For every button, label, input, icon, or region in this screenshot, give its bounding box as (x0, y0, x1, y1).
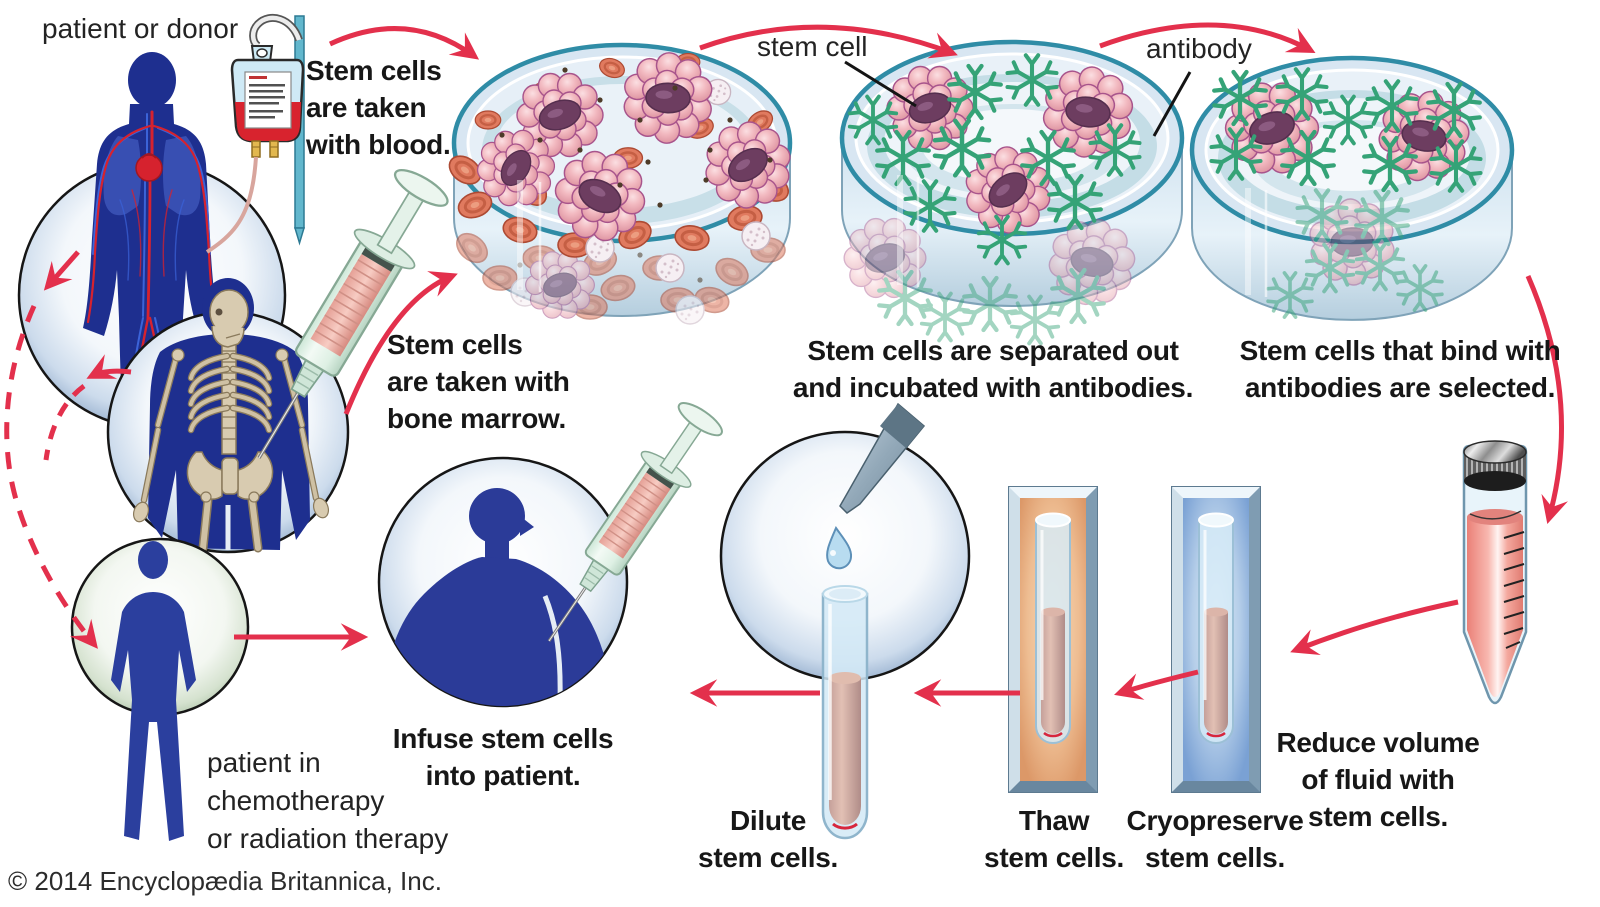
stem-cell-label: stem cell (757, 31, 868, 62)
caption-line: chemotherapy (207, 785, 385, 816)
caption-thaw: Thaw stem cells. (984, 802, 1124, 876)
caption-line: stem cells. (1308, 801, 1448, 832)
bag-label (244, 71, 292, 129)
caption-line: or radiation therapy (207, 823, 449, 854)
blood-bag-group (205, 13, 306, 254)
blood-tube (205, 156, 258, 254)
tube-fluid (1467, 517, 1523, 697)
thaw-container (1008, 486, 1098, 793)
tube-graduations (1503, 531, 1525, 649)
arrow-tube-to-cryo (1290, 599, 1459, 655)
caption-line: stem cells. (1145, 842, 1285, 873)
caption-line: Stem cells that bind with (1239, 335, 1561, 366)
dilute-group (719, 402, 971, 840)
caption-line: of fluid with (1301, 764, 1455, 795)
caption-line: Reduce volume (1276, 727, 1480, 758)
caption-line: Infuse stem cells (392, 723, 614, 754)
infuse-group (377, 393, 732, 708)
caption-marrow: Stem cells are taken with bone marrow. (387, 326, 570, 437)
arrow-marrow-to-dish1 (343, 271, 458, 415)
arrow-dashed-return (43, 383, 86, 461)
arrow-dish2-to-dish3 (1099, 22, 1316, 53)
centrifuge-tube (1462, 440, 1528, 705)
stem-cell-pointer-line (844, 60, 917, 108)
heart-icon (135, 154, 163, 182)
chemo-patient-label: patient in chemotherapy or radiation the… (207, 744, 448, 858)
arrow-cryo-to-thaw (1114, 669, 1199, 700)
caption-reduce: Reduce volume of fluid with stem cells. (1276, 724, 1479, 835)
flow-arrows (4, 22, 1568, 707)
infuse-silhouette (382, 488, 613, 706)
caption-dilute: Dilute stem cells. (698, 802, 838, 876)
caption-line: stem cells. (698, 842, 838, 873)
skeleton-figure (106, 278, 350, 554)
petri-dish-selected (1189, 55, 1515, 321)
chemo-silhouette (111, 541, 196, 841)
chemo-patient-figure (70, 537, 250, 841)
label-pointers (844, 60, 1192, 137)
antibody-pointer-line (1152, 71, 1192, 137)
caption-cryopreserve: Cryopreserve stem cells. (1127, 802, 1304, 876)
caption-line: are taken (306, 92, 427, 123)
bag-ports (251, 140, 279, 158)
cryopreserve-container (1171, 486, 1261, 793)
caption-line: Dilute (730, 805, 806, 836)
arrow-dashed-donor-to-chemo (4, 304, 98, 649)
caption-line: stem cells. (984, 842, 1124, 873)
patient-or-donor-label: patient or donor (42, 13, 239, 44)
caption-blood: Stem cells are taken with blood. (306, 52, 451, 163)
caption-line: Cryopreserve (1126, 805, 1304, 836)
arrow-donor-out (43, 250, 80, 291)
caption-line: into patient. (425, 760, 581, 791)
cryo-test-tube (1198, 512, 1234, 744)
caption-line: antibodies are selected. (1244, 372, 1556, 403)
caption-line: Thaw (1018, 805, 1090, 836)
caption-line: and incubated with antibodies. (792, 372, 1194, 403)
caption-line: Stem cells (387, 329, 523, 360)
caption-line: are taken with (387, 366, 570, 397)
petri-dish-antibodies (839, 39, 1185, 343)
skeleton-bones (132, 289, 330, 553)
petri-dish-blood (442, 40, 802, 325)
caption-separate: Stem cells are separated out and incubat… (793, 332, 1193, 406)
arrow-dish1-to-dish2 (699, 24, 958, 59)
tube-cap (1463, 440, 1527, 491)
caption-line: Stem cells (306, 55, 442, 86)
caption-line: patient in (207, 747, 321, 778)
caption-line: Stem cells are separated out (807, 335, 1179, 366)
arrow-dish3-to-tube (1525, 275, 1568, 525)
dilute-test-tube (821, 585, 869, 840)
thaw-test-tube (1035, 512, 1071, 744)
antibody-label: antibody (1146, 33, 1252, 64)
copyright-notice: © 2014 Encyclopædia Britannica, Inc. (8, 866, 442, 896)
drop-icon (826, 525, 853, 570)
caption-line: with blood. (306, 129, 451, 160)
arrow-blood-to-dish1 (328, 26, 480, 60)
caption-infuse: Infuse stem cells into patient. (393, 720, 614, 794)
arrow-return-to-donor (86, 354, 132, 379)
caption-line: bone marrow. (387, 403, 566, 434)
caption-select: Stem cells that bind with antibodies are… (1240, 332, 1561, 406)
